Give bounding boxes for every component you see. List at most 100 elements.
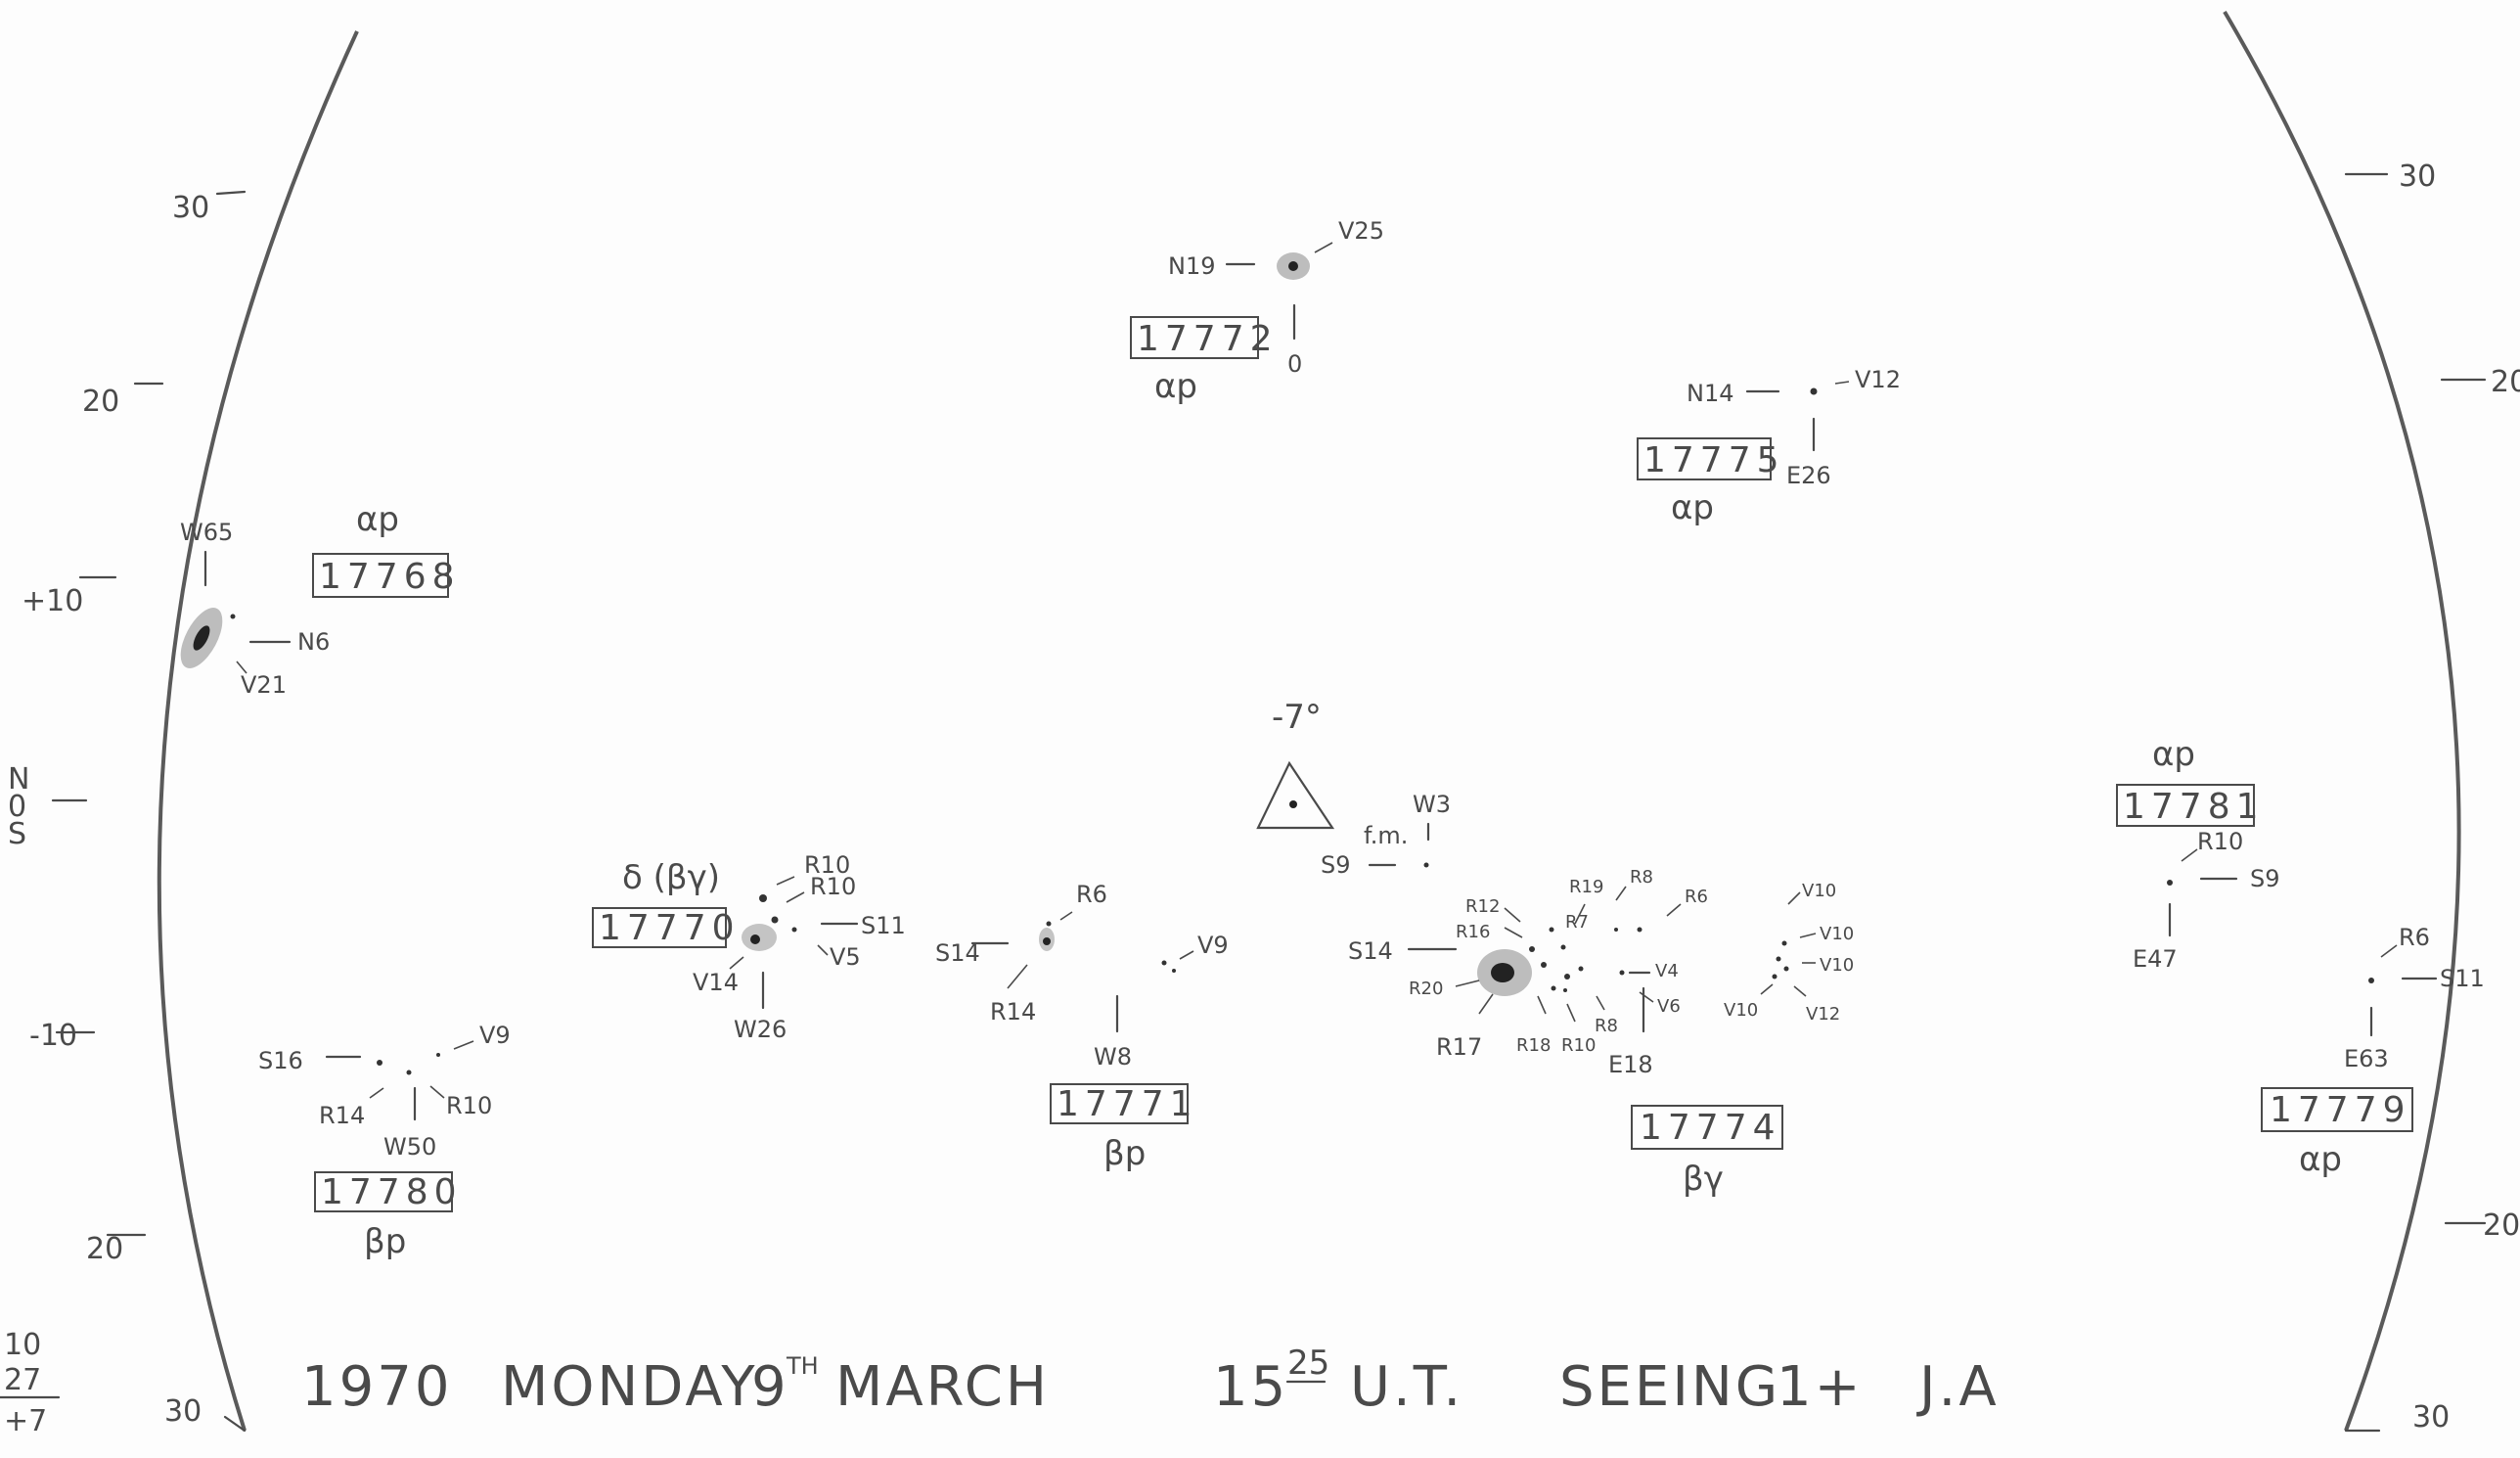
position-label: V4 [1655,961,1679,981]
position-label: R10 [446,1092,492,1119]
position-label: V14 [693,969,739,996]
group-number-box [592,907,727,948]
position-label: R10 [1561,1035,1596,1056]
left-limb-arc [157,30,359,1432]
position-label: R10 [810,873,856,900]
position-label: S9 [1321,851,1351,879]
group-number-box [1637,437,1772,480]
sunspot-group-17770: R10 R10 S11 V5 V14 W26 δ (βγ) 17770 [592,851,906,1043]
position-label: R6 [1076,881,1107,908]
faculae-note: f.m. [1364,822,1408,849]
position-label: R18 [1516,1035,1551,1056]
caption-date: 9 [751,1355,789,1419]
left-scale-label: 30 [172,191,209,225]
position-label: S16 [258,1047,303,1074]
caption-seeing: SEEING [1559,1355,1780,1419]
group-number: 17771 [1057,1084,1198,1124]
caption-time-ut: U.T. [1350,1355,1463,1419]
group-class: αp [2299,1140,2342,1179]
right-scale: 30 20 20 30 [2344,159,2520,1435]
left-scale-label: -10 [29,1019,77,1053]
left-scale-label: 20 [86,1232,123,1266]
group-number-box [1631,1105,1783,1150]
central-latitude: -7° [1272,698,1322,737]
group-number: 17774 [1640,1108,1781,1148]
caption-month: MARCH [835,1355,1050,1419]
left-scale: 30 20 +10 N 0 S -10 20 30 [8,190,247,1429]
caption-day: MONDAY [501,1355,758,1419]
sunspot-group-17781: R10 S9 E47 αp 17781 [2116,735,2280,973]
centre-triangle [1256,760,1335,830]
sunspot-group-17775: N14 V12 E26 17775 αp [1637,366,1901,527]
left-scale-label: N [8,762,29,797]
position-label: R10 [2197,828,2243,855]
right-scale-label: 20 [2491,365,2520,399]
position-label: V21 [241,671,287,699]
position-label: E47 [2133,945,2178,973]
group-class: αp [356,500,399,539]
sunspot-group-17779: R6 S11 E63 17779 αp [2261,924,2485,1179]
position-label: E63 [2344,1045,2389,1072]
position-label: W50 [383,1133,436,1161]
position-label: V10 [1802,881,1836,901]
position-label: R8 [1630,867,1653,888]
position-label: R6 [2399,924,2430,951]
observation-caption: 1970 MONDAY 9 TH MARCH 15 25 U.T. SEEING… [301,1344,2000,1419]
position-label: W8 [1094,1043,1132,1071]
group-class: αp [1154,367,1197,406]
position-label: W65 [180,519,233,546]
position-label: R14 [990,998,1036,1025]
caption-seeing-value: 1+ [1777,1355,1864,1419]
left-scale-label: +10 [22,584,83,618]
margin-note: 10 [4,1328,41,1362]
position-label: W3 [1413,791,1451,818]
group-number-box [312,553,449,598]
position-label: V9 [1197,932,1229,959]
group-number: 17775 [1643,440,1785,480]
umbra [1288,261,1298,271]
group-number-box [1130,316,1259,359]
position-label: R16 [1456,922,1490,942]
caption-observer: J.A [1916,1355,2000,1419]
position-label: V6 [1657,996,1681,1017]
group-number: 17781 [2123,787,2265,827]
left-limb-foot [223,1415,247,1433]
group-number: 17768 [319,557,461,597]
position-label: V10 [1724,1000,1758,1021]
position-label: E18 [1608,1051,1653,1078]
sunspot-group-17768: W65 N6 V21 αp 17768 [180,500,461,699]
left-scale-label: 20 [82,385,119,419]
position-label: W26 [734,1016,787,1043]
position-label: R19 [1569,877,1603,897]
group-class: αp [1671,488,1714,527]
position-label: V10 [1820,955,1854,976]
position-label: V9 [479,1022,511,1049]
caption-year: 1970 [301,1355,453,1419]
position-label: R10 [804,851,850,879]
group-number: 17779 [2270,1090,2411,1130]
position-label: V12 [1855,366,1901,393]
group-number-box [1050,1083,1189,1124]
right-scale-label: 30 [2412,1400,2450,1435]
group-number-box [2261,1087,2413,1132]
group-number: 17780 [321,1172,463,1212]
margin-note: 27 [4,1363,41,1397]
position-label: R20 [1409,979,1443,999]
position-label: 0 [1287,350,1302,378]
caption-minute: 25 [1287,1344,1329,1383]
caption-date-suffix: TH [786,1352,819,1380]
sunspot-group-17772: N19 V25 0 17772 αp [1130,217,1384,406]
group-number: 17770 [599,908,741,948]
position-label: V10 [1820,924,1854,944]
left-scale-label: 30 [164,1394,202,1429]
position-label: N19 [1168,252,1216,280]
position-label: N6 [297,628,330,656]
left-scale-label: S [8,817,26,851]
position-label: V12 [1806,1004,1840,1025]
right-scale-label: 30 [2399,159,2436,194]
position-label: R6 [1685,887,1708,907]
position-label: R12 [1465,896,1500,917]
position-label: E26 [1786,462,1831,489]
